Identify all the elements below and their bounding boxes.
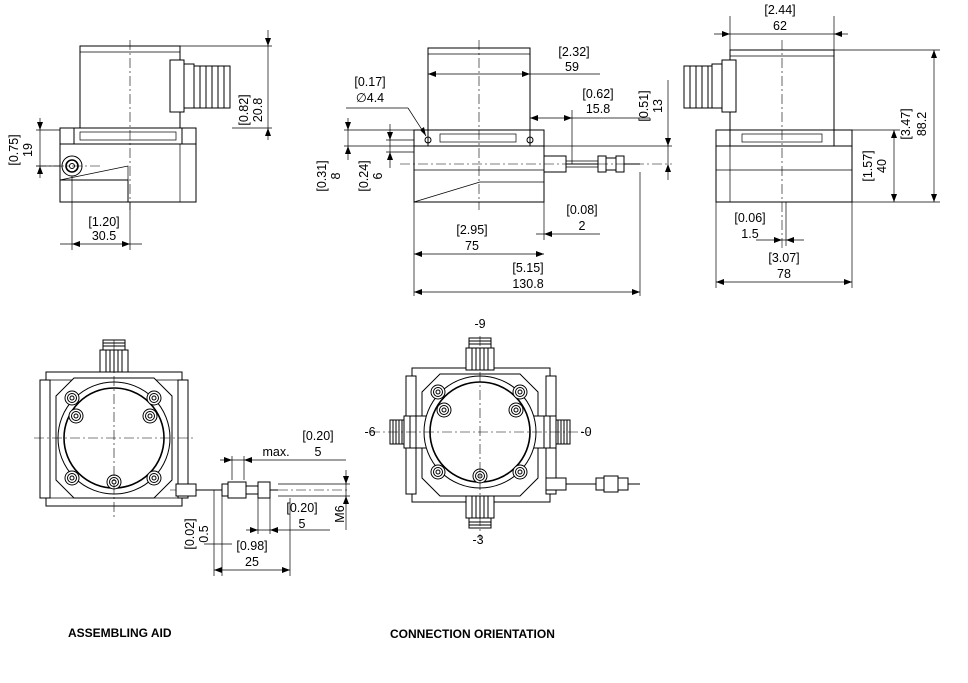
dim-front-008: [0.08] — [566, 203, 597, 217]
dim-side-right-882: 88.2 — [915, 112, 929, 136]
dim-front-017: [0.17] — [354, 75, 385, 89]
orientation-label-top: -9 — [474, 317, 485, 331]
dim-front-8: 8 — [329, 172, 343, 179]
dim-assembling-max: max. — [262, 445, 289, 459]
dim-assembling-020b: [0.20] — [286, 501, 317, 515]
dim-front-13: 13 — [651, 99, 665, 113]
dim-side-right-40: 40 — [875, 159, 889, 173]
connection-orientation-view: -9 -6 -0 -3 — [364, 317, 640, 547]
dim-assembling-020a: [0.20] — [302, 429, 333, 443]
orientation-label-right: -0 — [580, 425, 591, 439]
front-view: [2.32] 59 [0.62] 15.8 [0.51] 13 [0.17] ∅… — [315, 40, 672, 296]
caption-connection-orientation: CONNECTION ORIENTATION — [390, 627, 555, 641]
side-view-right: [2.44] 62 [3.47] 88.2 [1.57] 40 [0.06] 1… — [683, 3, 940, 288]
dim-side-left-075: [0.75] — [7, 134, 21, 165]
dim-assembling-5a: 5 — [315, 445, 322, 459]
dim-assembling-25: 25 — [245, 555, 259, 569]
dim-front-062: [0.62] — [582, 87, 613, 101]
dim-assembling-002: [0.02] — [183, 518, 197, 549]
side-view-left: [0.75] 19 [0.82] 20.8 [1.20] 30.5 — [7, 30, 272, 250]
dim-side-left-208: 20.8 — [251, 98, 265, 122]
dim-front-295: [2.95] — [456, 223, 487, 237]
assembling-aid-view: max. [0.20] 5 [0.20] 5 M6 [0.02] 0.5 [0.… — [34, 339, 350, 576]
dim-front-051: [0.51] — [637, 90, 651, 121]
dim-side-right-157: [1.57] — [861, 150, 875, 181]
dim-front-158: 15.8 — [586, 102, 610, 116]
dim-front-2: 2 — [579, 219, 586, 233]
dim-side-right-006: [0.06] — [734, 211, 765, 225]
dim-assembling-m6: M6 — [333, 505, 347, 522]
dim-front-1308: 130.8 — [512, 277, 543, 291]
orientation-label-bottom: -3 — [472, 533, 483, 547]
dim-side-right-307: [3.07] — [768, 251, 799, 265]
dim-side-left-305: 30.5 — [92, 229, 116, 243]
dim-assembling-05: 0.5 — [197, 525, 211, 542]
dim-side-right-15: 1.5 — [741, 227, 758, 241]
dim-assembling-098: [0.98] — [236, 539, 267, 553]
dim-side-left-120: [1.20] — [88, 215, 119, 229]
dim-side-right-347: [3.47] — [899, 108, 913, 139]
dim-front-031: [0.31] — [315, 160, 329, 191]
dim-front-75: 75 — [465, 239, 479, 253]
orientation-label-left: -6 — [364, 425, 375, 439]
dim-front-6: 6 — [371, 172, 385, 179]
dim-front-232: [2.32] — [558, 45, 589, 59]
dim-assembling-5b: 5 — [299, 517, 306, 531]
dim-front-dia44: ∅4.4 — [356, 91, 384, 105]
dim-side-right-62: 62 — [773, 19, 787, 33]
dim-front-59: 59 — [565, 60, 579, 74]
dim-front-515: [5.15] — [512, 261, 543, 275]
dim-side-right-78: 78 — [777, 267, 791, 281]
dim-front-024: [0.24] — [357, 160, 371, 191]
dim-side-left-082: [0.82] — [237, 94, 251, 125]
dim-side-left-19: 19 — [21, 143, 35, 157]
caption-assembling-aid: ASSEMBLING AID — [68, 626, 172, 640]
dim-side-right-244: [2.44] — [764, 3, 795, 17]
